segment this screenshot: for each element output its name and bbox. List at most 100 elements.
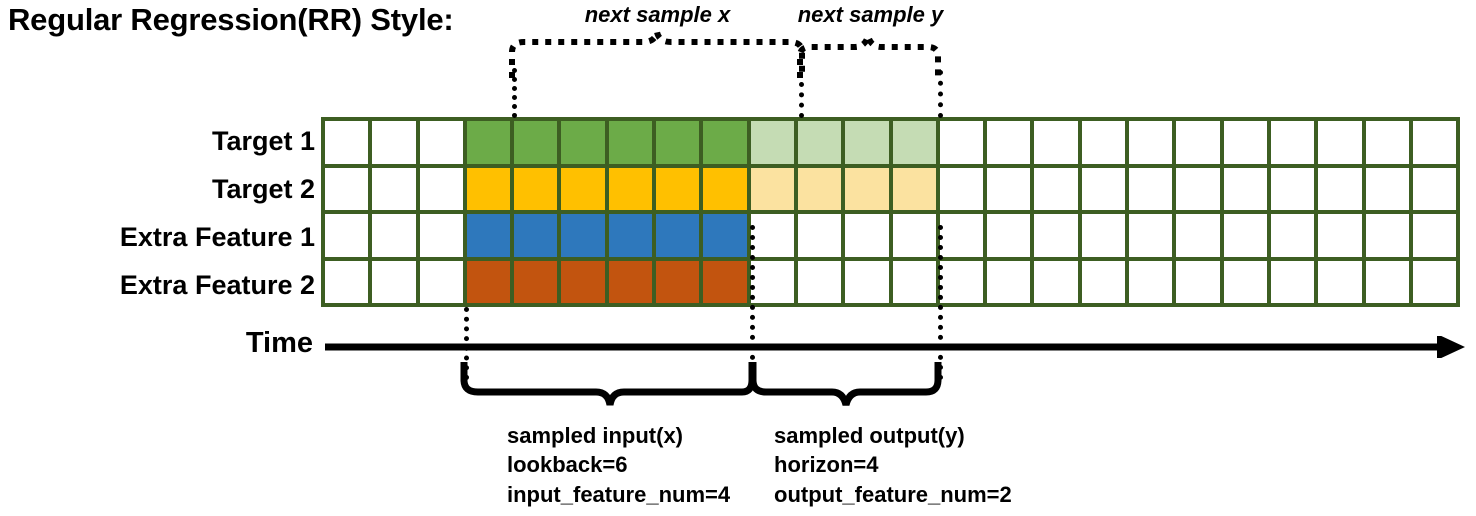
grid-cell xyxy=(1223,214,1267,257)
grid-cell xyxy=(608,214,653,257)
grid-cell xyxy=(561,260,605,303)
caption-sampled-input-line2: lookback=6 xyxy=(507,452,628,478)
grid-cell xyxy=(797,214,842,257)
grid-cell xyxy=(939,121,984,164)
brace-next-sample-x xyxy=(509,31,805,78)
grid-cell xyxy=(419,121,463,164)
row-label-target-1: Target 1 xyxy=(211,126,315,156)
page-title: Regular Regression(RR) Style: xyxy=(8,2,454,37)
grid-cell xyxy=(325,167,369,210)
grid-cell xyxy=(703,167,747,210)
grid-cell xyxy=(845,214,889,257)
grid-cell xyxy=(1412,167,1457,210)
grid-cell xyxy=(1081,121,1126,164)
row-label-extra-feature-2: Extra Feature 2 xyxy=(119,270,315,300)
grid-cell xyxy=(1129,214,1173,257)
grid-cell xyxy=(1129,260,1173,303)
grid-cell xyxy=(750,260,794,303)
guide-top-x-end xyxy=(799,82,804,118)
grid-cell xyxy=(1129,121,1173,164)
grid-cell xyxy=(466,121,511,164)
grid-cell xyxy=(372,260,416,303)
grid-cell xyxy=(1081,214,1126,257)
grid-cell xyxy=(1318,121,1362,164)
grid-cell xyxy=(325,121,369,164)
grid-cell xyxy=(1412,260,1457,303)
grid-cell xyxy=(1365,214,1409,257)
grid-cell xyxy=(1318,167,1362,210)
grid-row-extra-feature-1 xyxy=(325,214,1457,257)
grid-cell xyxy=(845,167,889,210)
guide-input-start xyxy=(464,307,469,380)
top-caption-next-sample-y: next sample y xyxy=(797,2,944,27)
grid-cell xyxy=(372,167,416,210)
grid-cell xyxy=(1318,260,1362,303)
grid-cell xyxy=(514,260,558,303)
grid-cell xyxy=(1365,121,1409,164)
grid-cell xyxy=(1318,214,1362,257)
grid-cell xyxy=(797,260,842,303)
brace-sampled-output xyxy=(749,362,942,406)
grid-cell xyxy=(892,214,936,257)
guide-output-end xyxy=(938,225,943,380)
grid-cell xyxy=(656,260,700,303)
grid-cell xyxy=(608,121,653,164)
caption-sampled-input-line1: sampled input(x) xyxy=(507,423,684,448)
grid-cell xyxy=(1034,167,1078,210)
grid-cell xyxy=(1223,121,1267,164)
grid-cell xyxy=(466,260,511,303)
grid-cell xyxy=(1412,214,1457,257)
grid-cell xyxy=(750,167,794,210)
grid-cell xyxy=(561,167,605,210)
grid-cell xyxy=(1176,260,1220,303)
grid-cell xyxy=(892,121,936,164)
grid-cell xyxy=(1365,167,1409,210)
grid-cell xyxy=(703,121,747,164)
grid-cell xyxy=(939,214,984,257)
caption-sampled-input-line3: input_feature_num=4 xyxy=(507,481,731,507)
caption-sampled-output-line1: sampled output(y) xyxy=(774,423,965,448)
row-label-extra-feature-1: Extra Feature 1 xyxy=(119,222,315,252)
grid-cell xyxy=(656,167,700,210)
brace-next-sample-y xyxy=(797,24,941,78)
grid-cell xyxy=(325,214,369,257)
grid-cell xyxy=(1081,167,1126,210)
grid-cell xyxy=(1223,167,1267,210)
grid-cell xyxy=(372,214,416,257)
grid-cell xyxy=(987,167,1031,210)
guide-top-y-end xyxy=(938,70,943,118)
row-label-target-2: Target 2 xyxy=(211,174,315,204)
grid-cell xyxy=(939,260,984,303)
grid-cell xyxy=(845,260,889,303)
grid-cell xyxy=(514,214,558,257)
grid-row-target-1 xyxy=(325,121,1457,164)
grid-cell xyxy=(372,121,416,164)
grid-cell xyxy=(1270,167,1315,210)
grid-cell xyxy=(514,167,558,210)
grid-row-extra-feature-2 xyxy=(325,260,1457,303)
grid-cell xyxy=(1034,121,1078,164)
grid-cell xyxy=(608,260,653,303)
grid-cell xyxy=(561,121,605,164)
grid-cell xyxy=(1270,260,1315,303)
grid-cell xyxy=(1270,214,1315,257)
grid-cell xyxy=(419,260,463,303)
grid-cell xyxy=(1365,260,1409,303)
grid-cell xyxy=(419,214,463,257)
grid-cell xyxy=(466,214,511,257)
grid-cell xyxy=(892,260,936,303)
grid-cell xyxy=(608,167,653,210)
grid-cell xyxy=(1034,214,1078,257)
grid-cell xyxy=(514,121,558,164)
brace-sampled-input xyxy=(460,362,756,406)
grid-row-target-2 xyxy=(325,167,1457,210)
caption-sampled-output-line2: horizon=4 xyxy=(774,452,879,478)
grid-cell xyxy=(797,167,842,210)
time-axis-label: Time xyxy=(245,327,313,359)
grid-cell xyxy=(1176,121,1220,164)
grid-cell xyxy=(656,214,700,257)
grid-cell xyxy=(987,214,1031,257)
grid-cell xyxy=(892,167,936,210)
grid-cell xyxy=(656,121,700,164)
